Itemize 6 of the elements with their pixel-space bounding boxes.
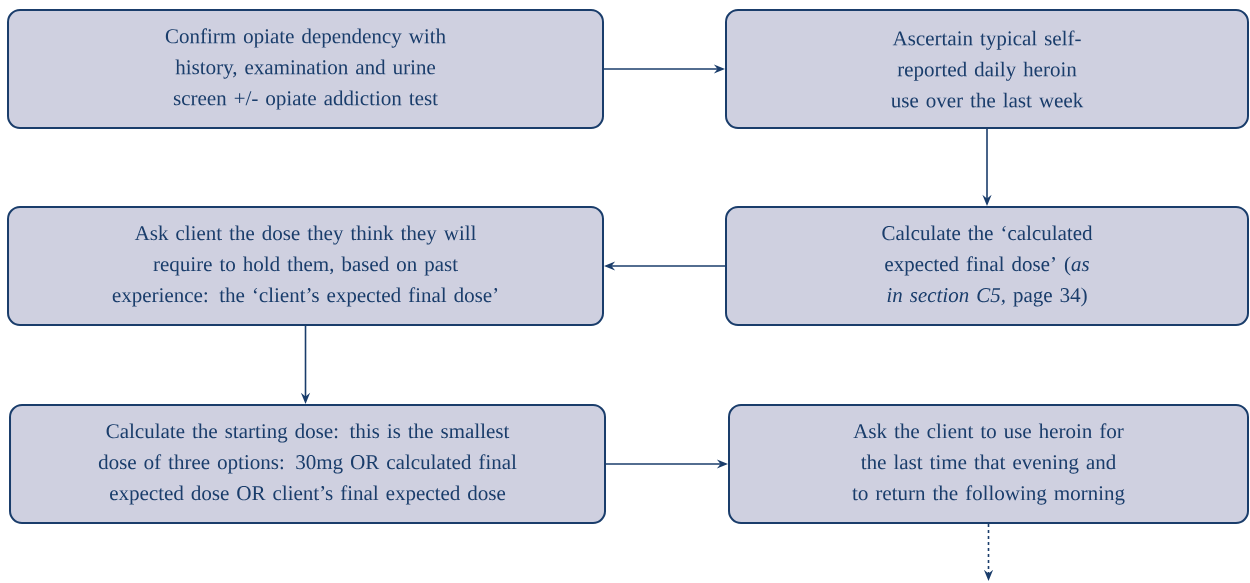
process-box: Ask the client to use heroin for the last time that evening and to return the following morning (728, 404, 1249, 524)
process-box: Confirm opiate dependency with history, examination and urine screen +/- opiate addiction test (7, 9, 604, 129)
process-box: Ascertain typical self-reported daily heroin use over the last week (725, 9, 1249, 129)
process-box: Calculate the ‘calculated expected final dose’ (as in section C5, page 34) (725, 206, 1249, 326)
process-box: Ask client the dose they think they will require to hold them, based on past experience: the ‘client’s expected final dose’ (7, 206, 604, 326)
process-box: Calculate the starting dose: this is the smallest dose of three options: 30mg OR calculated final expected dose OR client’s final expected dose (9, 404, 606, 524)
